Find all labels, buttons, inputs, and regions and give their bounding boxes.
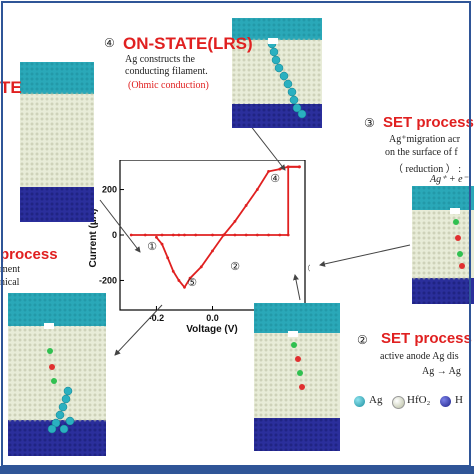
iv-point (199, 265, 203, 269)
on-state-title: ON-STATE(LRS) (123, 34, 253, 53)
iv-point (129, 233, 133, 237)
curve-group: ① ② ③ ④ ⑤ (129, 165, 310, 289)
bottom-electrode-layer (232, 104, 322, 128)
iv-point (177, 233, 181, 237)
iv-point (286, 233, 290, 237)
chart-marker-2: ② (230, 260, 240, 273)
iv-point (171, 233, 175, 237)
left-mid-desc-1: ment (0, 264, 20, 275)
chart-marker-5: ⑤ (187, 276, 197, 289)
legend-ag-label: Ag (369, 394, 383, 406)
legend-hfo2-icon (392, 396, 405, 409)
arrow-to-on-state (249, 124, 286, 171)
top-electrode-layer (254, 303, 340, 333)
chart-marker-1: ① (147, 240, 157, 253)
y-tick-label: 0 (112, 230, 117, 240)
left-top-title: TE (0, 78, 22, 97)
iv-point (143, 233, 147, 237)
panel-set-bottom (254, 303, 340, 451)
iv-point (183, 285, 186, 289)
left-mid-desc-2: nical (0, 277, 20, 288)
set-top-desc-3: （ reduction ） : (393, 164, 462, 175)
arrow-to-left-bottom (114, 304, 163, 356)
arrow-to-set-bottom (293, 274, 301, 301)
y-tick-label: -200 (99, 275, 117, 285)
iv-point (233, 219, 237, 223)
on-state-note: (Ohmic conduction) (128, 80, 209, 91)
ag-cluster (288, 331, 305, 390)
x-axis-label: Voltage (V) (186, 324, 237, 335)
chart-marker-4: ④ (270, 172, 280, 185)
atom-texture (254, 303, 338, 451)
x-tick-label: 0.0 (206, 313, 219, 323)
y-axis-label: Current (μA) (88, 209, 99, 268)
set-top-desc-1: Ag⁺migration acr (389, 134, 461, 145)
iv-point (166, 256, 170, 260)
iv-point (211, 233, 214, 237)
iv-point (297, 165, 301, 169)
iv-point (188, 276, 192, 280)
iv-point (255, 233, 259, 237)
set-top-number: ③ (364, 116, 375, 130)
iv-point (171, 269, 175, 273)
panel-set-top (412, 186, 474, 304)
iv-point (222, 233, 226, 237)
iv-point (244, 233, 248, 237)
iv-point (286, 165, 290, 169)
iv-point (194, 233, 198, 237)
atom-texture (20, 62, 94, 221)
set-top-desc-2: on the surface of f (385, 147, 458, 158)
panel-left-top (20, 62, 94, 222)
iv-point (233, 233, 237, 237)
iv-point (177, 279, 181, 282)
y-tick-label: 200 (102, 185, 117, 195)
iv-point (155, 235, 158, 239)
iv-point (160, 233, 164, 237)
on-state-desc-1: Ag constructs the (125, 54, 195, 65)
on-state-desc-2: conducting filament. (125, 66, 208, 77)
iv-point (278, 233, 282, 237)
arrow-to-set-top (319, 244, 411, 267)
legend-hfo2-label: HfO₂ (407, 394, 431, 406)
iv-point (244, 204, 248, 207)
arrow-to-left-top (99, 199, 141, 253)
iv-point (211, 249, 214, 253)
set-bottom-desc-2: Ag → Ag (422, 366, 461, 377)
set-bottom-desc-1: active anode Ag dis (380, 351, 459, 362)
panel-on-state (232, 18, 322, 128)
chart-marker-3: ③ (307, 262, 310, 275)
ag-cluster (450, 208, 465, 269)
bottom-bar (0, 466, 474, 474)
atom-texture (8, 293, 106, 456)
left-mid-title: process (0, 246, 58, 263)
set-top-title: SET process (383, 114, 474, 131)
atom-texture (232, 18, 321, 127)
legend: Ag HfO₂ H (350, 392, 474, 412)
iv-point (160, 242, 164, 246)
ag-cluster (44, 323, 75, 434)
panel-left-bottom (8, 293, 106, 456)
legend-third-icon (440, 396, 451, 407)
on-state-number: ④ (104, 36, 115, 50)
set-bottom-title: SET process (381, 330, 472, 347)
set-top-equation: Ag⁺ + e⁻ (430, 174, 468, 185)
set-bottom-number: ② (357, 333, 368, 347)
iv-point (267, 169, 270, 173)
legend-ag-icon (354, 396, 365, 407)
legend-third-label: H (455, 394, 463, 406)
ag-cluster (267, 38, 307, 119)
iv-point (183, 233, 186, 237)
iv-point (267, 233, 270, 237)
x-tick-label: -0.2 (149, 313, 165, 323)
iv-point (255, 188, 259, 191)
